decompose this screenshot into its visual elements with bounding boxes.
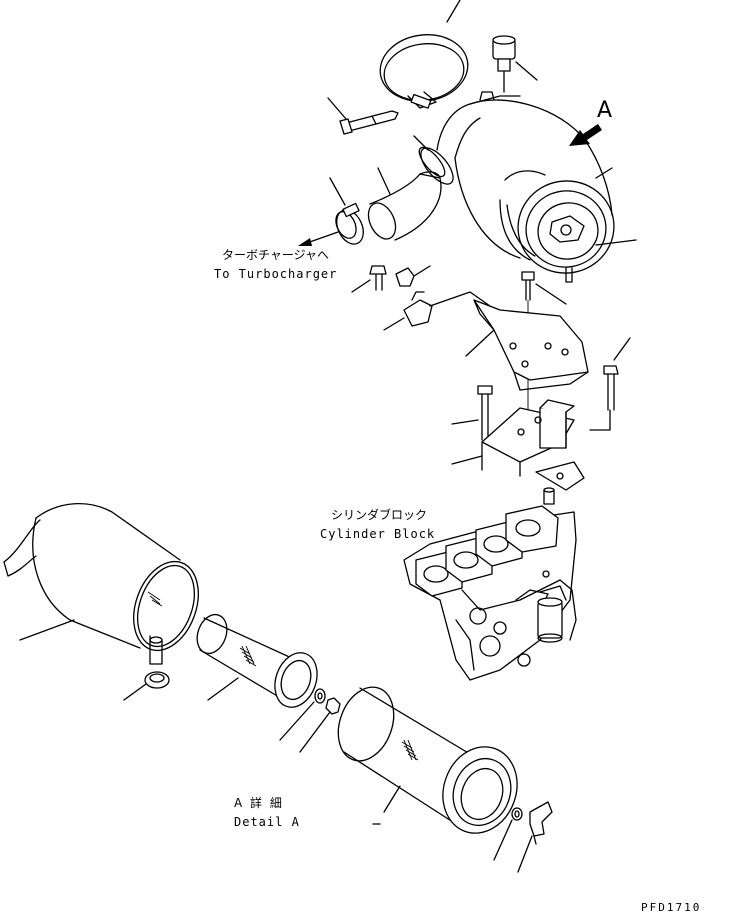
- hose-clamp-small: [413, 135, 454, 185]
- clamp-bracket: [383, 291, 433, 331]
- cylinder-label-en: Cylinder Block: [320, 527, 436, 541]
- nut: [299, 697, 341, 753]
- detail-label-jp: A 詳 細: [234, 796, 284, 810]
- view-arrow-a: [569, 124, 602, 146]
- wing-nut: [517, 801, 553, 873]
- mounting-bracket-upper: [465, 299, 589, 391]
- stud-bolt: [543, 487, 555, 505]
- washer: [279, 688, 326, 741]
- mounting-plate-lower: [451, 399, 575, 477]
- outer-element: [337, 686, 518, 834]
- view-marker-a: A: [597, 98, 613, 123]
- end-washer: [493, 807, 523, 861]
- air-cleaner-body: [436, 91, 637, 283]
- turbo-arrow: [298, 231, 339, 246]
- drawing-number: PFD1710: [641, 901, 702, 914]
- hose-clamp-turbo: [329, 177, 364, 245]
- hose-clamp-large: [379, 0, 469, 109]
- inner-element: [196, 613, 318, 708]
- bolt-left-long: [451, 385, 493, 441]
- bolt-right: [589, 337, 631, 431]
- turbo-label-jp: ターボチャージャへ: [222, 248, 330, 262]
- turbo-label-en: To Turbocharger: [214, 267, 338, 281]
- clip: [395, 265, 431, 287]
- long-bolt: [327, 97, 399, 135]
- gasket-plate: [535, 461, 585, 491]
- engine-block: [403, 505, 577, 681]
- elbow-hose: [367, 167, 442, 241]
- cylinder-label-jp: シリンダブロック: [331, 508, 428, 522]
- detail-label-en: Detail A: [234, 815, 300, 829]
- seal-ring: [123, 671, 170, 701]
- cleaner-housing: [3, 503, 199, 665]
- bolt-left-small: [351, 265, 387, 293]
- dust-indicator: [492, 35, 538, 93]
